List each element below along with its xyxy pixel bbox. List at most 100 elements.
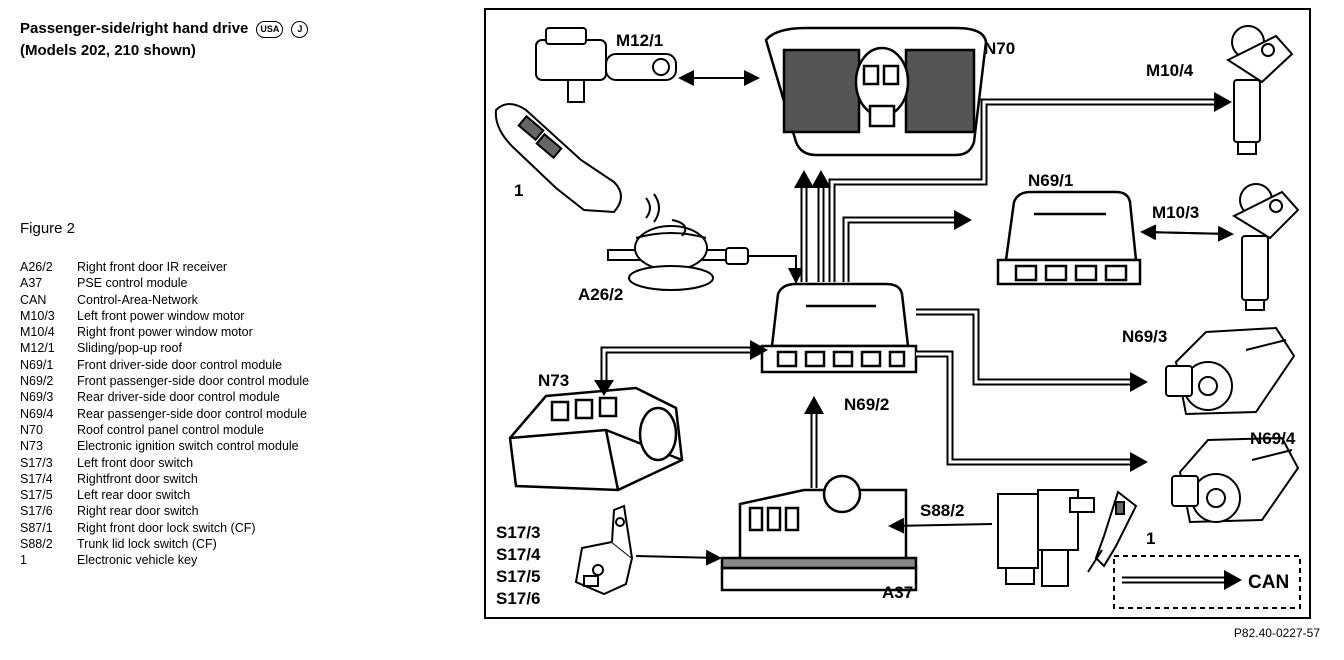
legend-description: PSE control module [77, 276, 188, 291]
door-module-rear-passenger [1171, 436, 1300, 524]
electronic-key-small [1087, 490, 1138, 573]
label-s17-5: S17/5 [496, 567, 540, 586]
legend-description: Right rear door switch [77, 504, 199, 519]
legend-item: S17/6 Right rear door switch [20, 503, 309, 519]
legend-item: M12/1 Sliding/pop-up roof [20, 340, 309, 356]
legend-item: N69/1 Front driver-side door control modu… [20, 357, 309, 373]
label-n70: N70 [984, 39, 1015, 58]
legend-code: N73 [20, 439, 43, 454]
label-n69-4: N69/4 [1250, 429, 1296, 448]
label-n69-3: N69/3 [1122, 327, 1167, 346]
label-a26-2: A26/2 [578, 285, 623, 304]
can-bus-lines [600, 98, 1226, 584]
legend-item: 1 Electronic vehicle key [20, 552, 309, 568]
label-n69-2: N69/2 [844, 395, 889, 414]
legend-description: Left rear door switch [77, 488, 191, 503]
label-n69-1: N69/1 [1028, 171, 1073, 190]
legend-code: S87/1 [20, 520, 53, 535]
header: Passenger-side/right hand drive USA J (M… [20, 18, 309, 62]
legend-description: Right front door IR receiver [77, 260, 228, 274]
legend-item: A26/2 Right front door IR receiver [20, 259, 309, 275]
legend-description: Rightfront door switch [77, 471, 198, 486]
link-switch-to-pse [635, 549, 722, 566]
legend-description: Sliding/pop-up roof [77, 341, 182, 356]
door-module-rear-driver [1165, 326, 1296, 416]
legend-item: S17/4 Rightfront door switch [20, 471, 309, 487]
can-arrowheads [594, 92, 1242, 590]
roof-control-panel [764, 26, 988, 157]
figure-title: Figure 2 [20, 220, 76, 237]
legend-code: S17/3 [20, 455, 53, 470]
ir-receiver-handle [607, 219, 749, 291]
legend-code: A26/2 [20, 260, 53, 274]
system-diagram: M12/1 N70 M10/4 1 N69/1 M10/3 A26/2 N69/… [484, 8, 1311, 619]
link-trunk-to-pse [888, 517, 993, 534]
connection-lines [635, 70, 1234, 566]
page-subtitle: (Models 202, 210 shown) [20, 42, 196, 59]
legend-item: M10/4 Right front power window motor [20, 324, 309, 340]
link-ir-to-module [748, 255, 804, 284]
legend-code: M10/3 [20, 308, 55, 323]
label-key-1b: 1 [1146, 529, 1155, 548]
label-s17-4: S17/4 [496, 545, 541, 564]
legend-item: A37 PSE control module [20, 275, 309, 291]
legend-code: S17/6 [20, 504, 53, 519]
legend-code: N70 [20, 422, 43, 437]
legend-code: M12/1 [20, 341, 55, 356]
page-title: Passenger-side/right hand drive [20, 20, 249, 37]
legend-description: Electronic ignition switch control modul… [77, 439, 299, 454]
legend-code: A37 [20, 276, 43, 291]
label-key-1: 1 [514, 181, 523, 200]
label-s17-3: S17/3 [496, 523, 540, 542]
window-motor-right-front [1225, 25, 1294, 155]
legend-description: Electronic vehicle key [77, 553, 198, 568]
legend-item: N73 Electronic ignition switch control mo… [20, 438, 309, 454]
j-badge: J [291, 20, 309, 38]
door-module-front-driver [996, 190, 1142, 286]
ignition-switch-module [508, 386, 684, 492]
label-a37: A37 [882, 583, 913, 602]
legend-code: S17/5 [20, 488, 53, 503]
legend-description: Front passenger-side door control module [77, 374, 310, 389]
legend-description: Rear passenger-side door control module [77, 406, 307, 421]
legend-description: Front driver-side door control module [77, 357, 282, 372]
legend-item: N69/4 Rear passenger-side door control mo… [20, 406, 309, 422]
legend-code: N69/4 [20, 406, 54, 421]
pse-control-module [720, 474, 918, 592]
electronic-key [494, 103, 660, 223]
legend-item: S17/5 Left rear door switch [20, 487, 309, 503]
legend-description: Left front power window motor [77, 308, 245, 323]
legend-description: Right front door lock switch (CF) [77, 520, 256, 535]
trunk-lock-switch [997, 489, 1095, 587]
figure-reference: P82.40-0227-57 [1233, 626, 1320, 640]
can-legend-box [1113, 555, 1301, 609]
legend-item: S87/1 Right front door lock switch (CF) [20, 520, 309, 536]
legend-code: 1 [20, 553, 27, 568]
legend-code: N69/3 [20, 390, 54, 405]
label-s88-2: S88/2 [920, 501, 964, 520]
label-s17-6: S17/6 [496, 589, 540, 608]
legend-description: Roof control panel control module [77, 422, 264, 437]
door-module-front-passenger [760, 282, 918, 374]
legend-code: S17/4 [20, 471, 53, 486]
window-motor-left-front [1231, 183, 1300, 311]
legend-item: S17/3 Left front door switch [20, 455, 309, 471]
legend-code: N69/2 [20, 374, 54, 389]
label-can: CAN [1248, 572, 1289, 593]
legend-code: M10/4 [20, 325, 55, 340]
legend-code: N69/1 [20, 357, 54, 372]
label-n73: N73 [538, 371, 569, 390]
legend-description: Trunk lid lock switch (CF) [77, 537, 217, 552]
door-switch [574, 504, 634, 596]
legend-description: Right front power window motor [77, 325, 253, 340]
label-m12-1: M12/1 [616, 31, 663, 50]
usa-badge: USA [256, 20, 284, 38]
title-row: Passenger-side/right hand drive USA J [20, 18, 309, 40]
legend-item: N70 Roof control panel control module [20, 422, 309, 438]
legend-item: N69/2 Front passenger-side door control m… [20, 373, 309, 389]
legend-description: Left front door switch [77, 455, 194, 470]
